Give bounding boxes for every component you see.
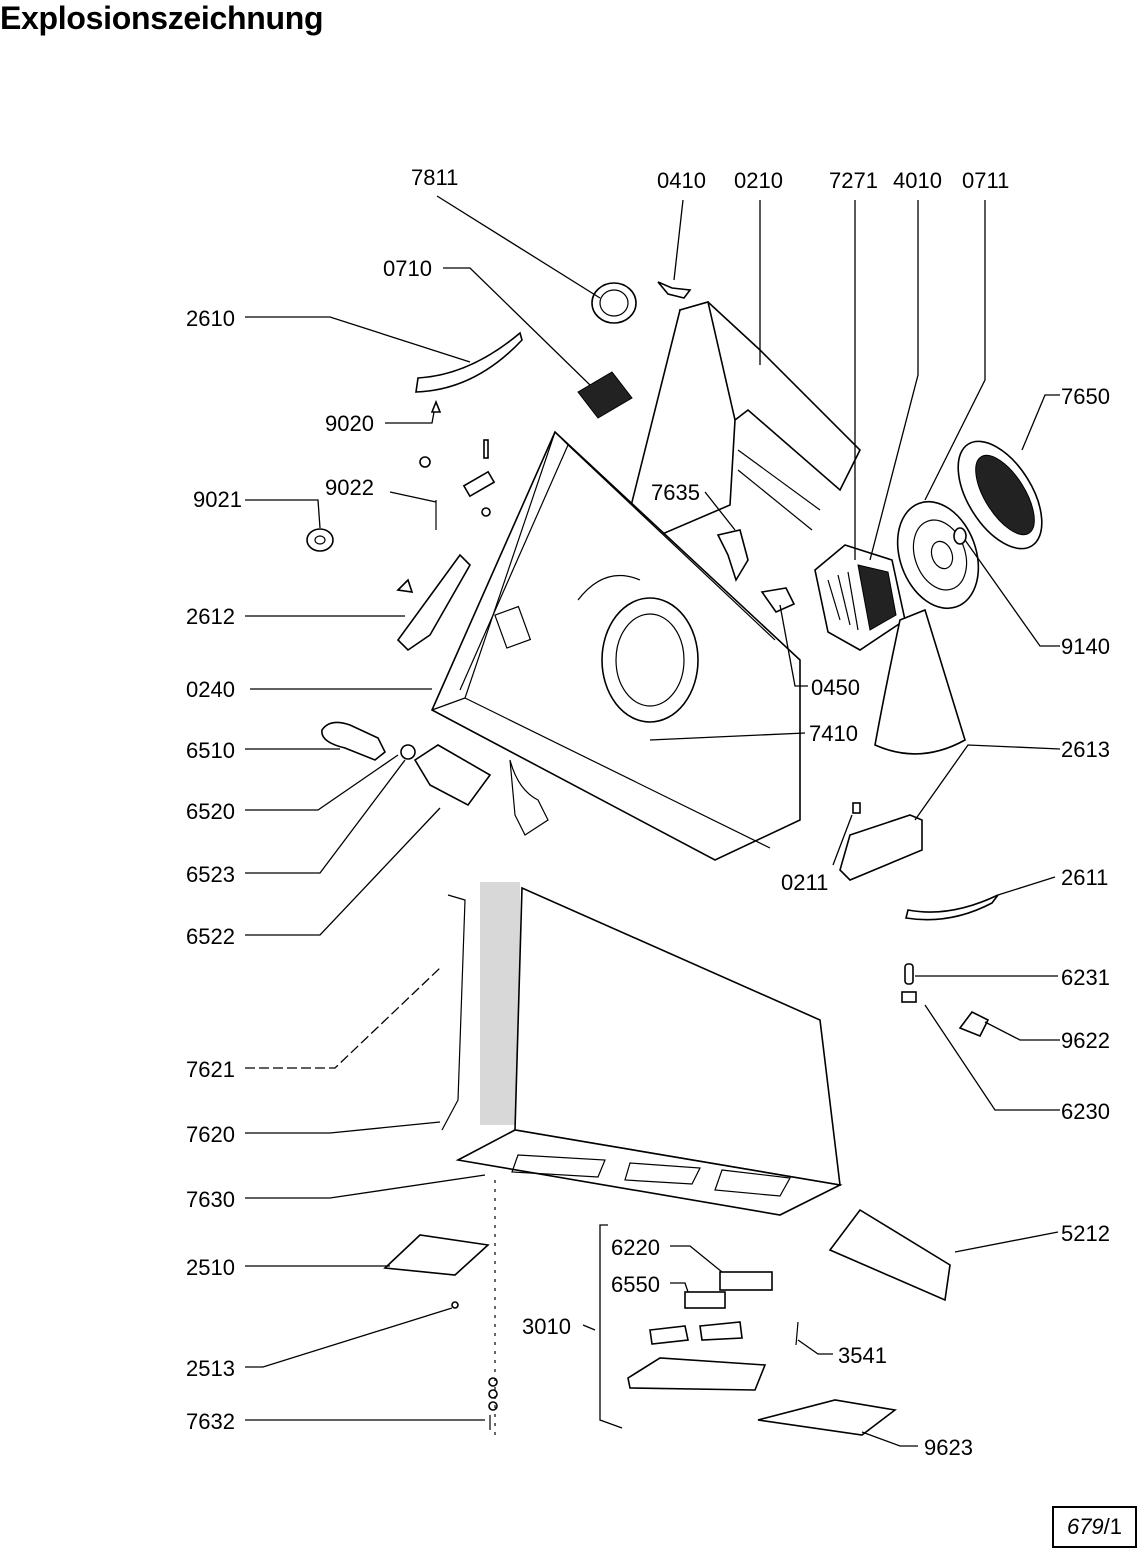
part-2610-drawing [415,331,523,393]
part-label: 0711 [962,168,1009,193]
part-label: 7630 [186,1187,235,1212]
leader-lines [245,195,1061,1447]
part-7620-drawing [480,882,520,1125]
part-drawings [306,281,1043,1440]
part-7630-drawing [455,886,843,1216]
part-label: 3541 [838,1343,887,1368]
part-label: 7271 [829,168,878,193]
part-label: 5212 [1061,1221,1110,1246]
part-6520-drawing [400,744,416,760]
part-label: 4010 [893,168,942,193]
part-label: 6220 [611,1235,660,1260]
part-6510-drawing [321,721,387,761]
part-0710-drawing [577,371,633,419]
part-7650-drawing [957,440,1043,550]
part-5212-drawing [828,1208,951,1302]
part-9140-drawing [953,527,967,545]
part-7632-drawing [488,1377,498,1430]
part-label: 0710 [383,256,432,281]
part-label: 0211 [781,870,828,895]
part-0211-drawing [852,802,861,814]
part-label: 6523 [186,862,235,887]
part-6522-drawing [413,744,492,807]
part-0240-drawing [430,430,801,861]
part-label: 0210 [734,168,783,193]
part-9622-drawing [958,1010,990,1038]
part-9020-9022-drawing [419,399,496,530]
part-number-labels: 7811 0410 0210 7271 4010 0711 0710 2610 … [186,165,1110,1460]
part-0450-drawing [760,587,796,613]
part-label: 6231 [1061,965,1110,990]
part-2611-drawing [905,894,999,921]
part-label: 7635 [651,480,700,505]
part-2613-drawing [839,814,923,881]
part-label: 7620 [186,1122,235,1147]
part-label: 7621 [186,1057,235,1082]
part-label: 0410 [657,168,706,193]
part-label: 7811 [411,165,458,190]
part-2513-drawing [451,1301,459,1309]
part-label: 2610 [186,306,235,331]
part-0210-drawing [629,300,861,536]
part-label: 6520 [186,799,235,824]
part-7271-drawing [814,544,906,651]
part-9021-drawing [306,528,334,552]
part-label: 2613 [1061,737,1110,762]
page-title: Explosionszeichnung [0,0,324,36]
page-number-box: 679/1 [1052,1506,1137,1548]
duct-drawing [874,608,966,755]
page-number-main: 679 [1066,1514,1104,1539]
part-label: 0450 [811,675,860,700]
part-label: 9140 [1061,634,1110,659]
part-label: 6510 [186,738,235,763]
part-label: 9020 [325,411,374,436]
part-0410-drawing [657,281,692,299]
part-label: 9022 [325,475,374,500]
part-label: 2611 [1061,865,1108,890]
part-label: 2513 [186,1356,235,1381]
part-7811-drawing [591,282,637,324]
part-label: 6230 [1061,1099,1110,1124]
part-2612b-drawing [396,578,414,593]
part-label: 7650 [1061,384,1110,409]
power-cord-drawing [509,759,549,836]
part-2510-drawing [383,1234,490,1276]
part-6231-drawing [904,963,914,985]
part-label: 7632 [186,1409,235,1434]
part-label: 9623 [924,1435,973,1460]
part-label: 9021 [193,487,242,512]
part-label: 9622 [1061,1028,1110,1053]
part-label: 7410 [809,721,858,746]
part-7621-drawing [441,894,466,1131]
part-3010-drawing [627,1271,799,1391]
part-6230-drawing [901,991,917,1003]
part-9623-drawing [757,1399,897,1436]
part-label: 6522 [186,924,235,949]
page-number-separator: / [1103,1514,1110,1539]
part-2612-drawing [396,553,471,652]
part-label: 2612 [186,604,235,629]
part-label: 2510 [186,1255,235,1280]
part-7635-drawing [716,529,749,582]
part-label: 6550 [611,1272,660,1297]
part-label: 0240 [186,677,235,702]
page-number-sub: 1 [1109,1514,1123,1539]
part-label: 3010 [522,1314,571,1339]
